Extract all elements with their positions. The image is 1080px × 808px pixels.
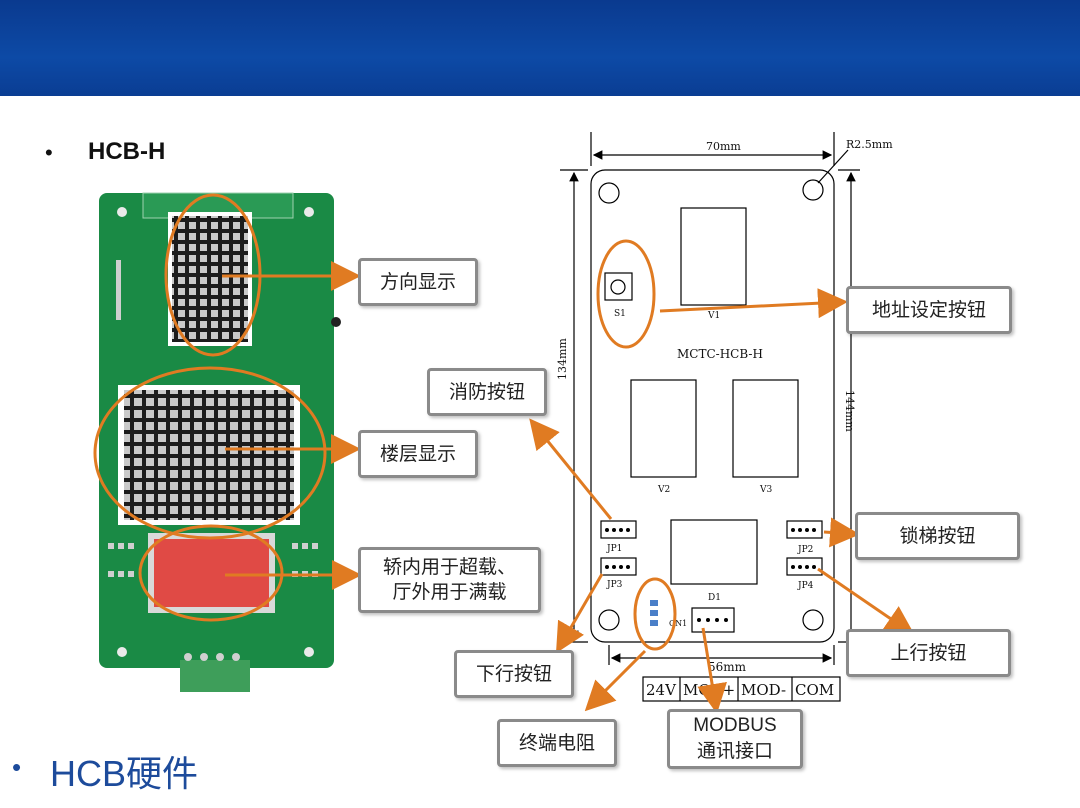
floor-display-label: 楼层显示: [379, 442, 456, 465]
section-title: HCB硬件: [50, 753, 199, 794]
radius-dimension: R2.5mm: [846, 138, 893, 151]
up-button-label: 上行按钮: [890, 641, 967, 664]
v3-label: V3: [759, 485, 772, 495]
pin-mod-plus: MOD+: [683, 681, 735, 699]
direction-display-label: 方向显示: [379, 270, 456, 293]
terminal-highlight: [633, 577, 677, 651]
down-button-callout: 下行按钮: [454, 650, 574, 698]
up-button-callout: 上行按钮: [846, 629, 1011, 677]
pin-com: COM: [795, 681, 834, 699]
terminal-resistor-callout: 终端电阻: [497, 719, 617, 767]
lock-button-callout: 锁梯按钮: [855, 512, 1020, 560]
inner-height-dimension: 134mm: [556, 338, 569, 380]
header-banner: [0, 0, 1080, 96]
jp1-label: JP1: [606, 544, 622, 554]
bottom-dimension: 56mm: [708, 660, 747, 674]
lock-button-label: 锁梯按钮: [899, 524, 976, 547]
overload-display-callout: 轿内用于超载、 厅外用于满载: [358, 547, 541, 613]
v2-label: V2: [657, 485, 670, 495]
address-button-label: 地址设定按钮: [871, 298, 986, 321]
v1-label: V1: [707, 311, 720, 321]
jp2-label: JP2: [797, 545, 813, 555]
s1-label: S1: [614, 309, 626, 319]
overload-label-line1: 轿内用于超载、: [382, 556, 516, 579]
fire-button-label: 消防按钮: [448, 380, 525, 403]
pin-24v: 24V: [646, 681, 677, 699]
cn1-label: CN1: [669, 619, 687, 628]
floor-display-callout: 楼层显示: [358, 430, 478, 478]
pcb-photo: [99, 192, 341, 692]
board-drawing: [560, 132, 860, 702]
jp4-label: JP4: [797, 581, 814, 591]
modbus-callout: MODBUS 通讯接口: [667, 709, 803, 769]
width-dimension: 70mm: [706, 140, 741, 153]
down-button-label: 下行按钮: [475, 662, 552, 685]
overload-highlight: [138, 524, 284, 622]
d1-label: D1: [708, 593, 721, 603]
terminal-resistor-label: 终端电阻: [518, 731, 595, 754]
direction-display-callout: 方向显示: [358, 258, 478, 306]
heading-bullet: •: [45, 140, 53, 165]
outer-height-dimension: 144mm: [843, 390, 856, 432]
footer-bullet: •: [12, 752, 22, 782]
page-title: HCB-H: [88, 138, 166, 165]
modbus-label-line2: 通讯接口: [696, 740, 773, 762]
fire-button-callout: 消防按钮: [427, 368, 547, 416]
board-model-label: MCTC-HCB-H: [677, 347, 763, 361]
modbus-label-line1: MODBUS: [693, 715, 777, 737]
pin-mod-minus: MOD-: [741, 681, 786, 699]
s1-highlight: [596, 239, 656, 349]
jp3-label: JP3: [606, 580, 623, 590]
address-button-callout: 地址设定按钮: [846, 286, 1012, 334]
overload-label-line2: 厅外用于满载: [392, 581, 507, 603]
floor-highlight: [93, 366, 327, 540]
